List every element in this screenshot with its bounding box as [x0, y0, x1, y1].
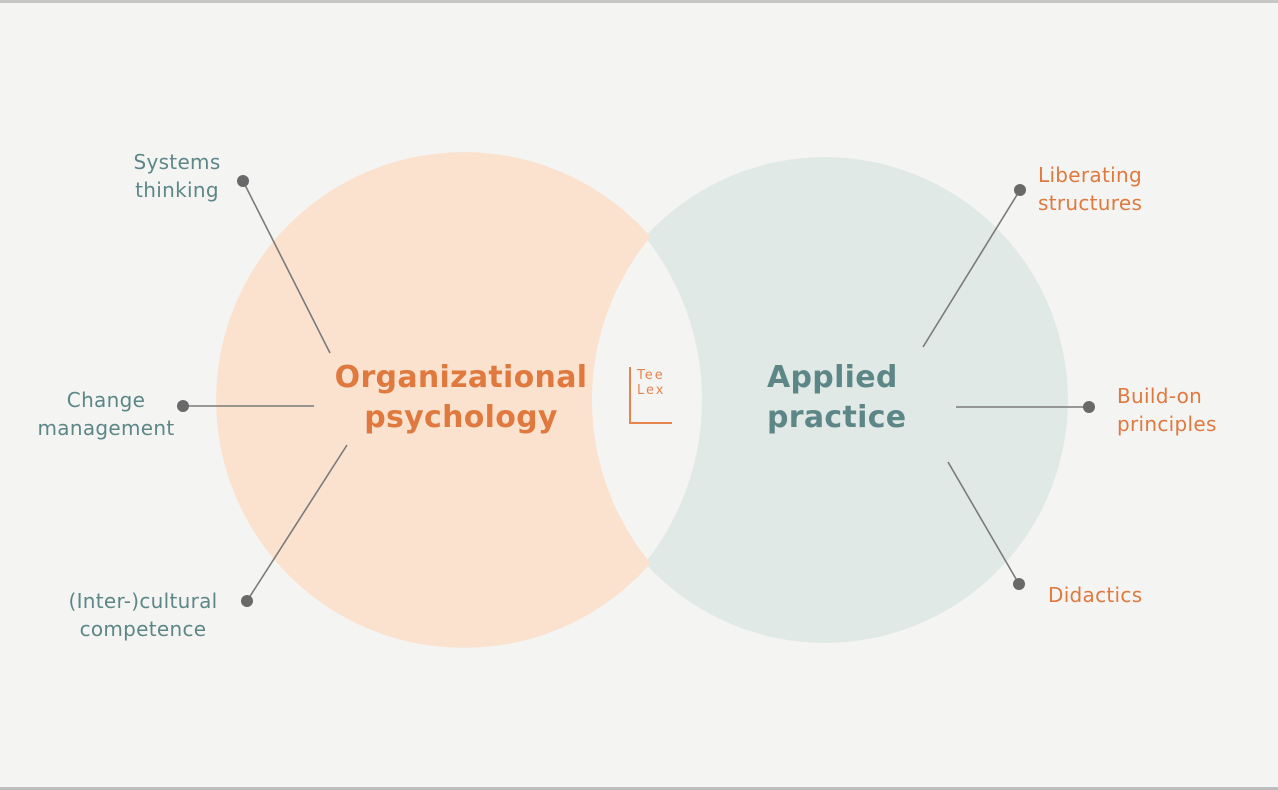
organizational-psychology-circle — [216, 152, 712, 648]
connector-dots — [177, 175, 1095, 607]
label-didactics: Didactics — [1048, 581, 1142, 609]
dot-liberating-structures — [1014, 184, 1026, 196]
label-liberating-structures-line2: structures — [1038, 191, 1143, 215]
label-liberating-structures-line1: Liberating — [1038, 163, 1142, 187]
label-systems-thinking-line2: thinking — [135, 178, 219, 202]
dot-intercultural-competence — [241, 595, 253, 607]
left-circle-title: Organizational psychology — [335, 358, 588, 438]
right-circle-title-line2: practice — [767, 400, 907, 435]
bottom-edge-divider — [0, 787, 1278, 790]
label-didactics-line1: Didactics — [1048, 583, 1143, 607]
dot-didactics — [1013, 578, 1025, 590]
teelex-logo-line1: Tee — [637, 368, 665, 383]
teelex-logo-line2: Lex — [637, 383, 666, 398]
left-circle-title-line1: Organizational — [334, 360, 588, 395]
label-build-on-principles-line1: Build-on — [1117, 384, 1203, 408]
connector-liberating-structures — [922, 189, 1021, 348]
connector-intercultural-competence — [246, 444, 348, 602]
connector-lines — [183, 180, 1089, 602]
dot-build-on-principles — [1083, 401, 1095, 413]
label-systems-thinking: Systems thinking — [133, 148, 220, 204]
right-circle-title-line1: Applied — [767, 360, 898, 395]
label-liberating-structures: Liberating structures — [1038, 161, 1142, 217]
label-intercultural-competence-line1: (Inter-)cultural — [68, 589, 218, 613]
right-circle-title: Applied practice — [767, 358, 906, 438]
label-build-on-principles-line2: principles — [1117, 412, 1217, 436]
teelex-logo: Tee Lex — [629, 367, 672, 424]
label-intercultural-competence: (Inter-)cultural competence — [68, 587, 217, 643]
label-systems-thinking-line1: Systems — [133, 150, 221, 174]
left-circle-title-line2: psychology — [364, 400, 558, 435]
applied-practice-circle — [582, 157, 1068, 643]
dot-systems-thinking — [237, 175, 249, 187]
connector-didactics — [947, 461, 1020, 585]
teelex-logo-text: Tee Lex — [637, 368, 665, 398]
label-build-on-principles: Build-on principles — [1117, 382, 1217, 438]
top-edge-divider — [0, 0, 1278, 3]
label-change-management-line1: Change — [66, 388, 146, 412]
label-change-management-line2: management — [37, 416, 175, 440]
dot-change-management — [177, 400, 189, 412]
label-intercultural-competence-line2: competence — [79, 617, 207, 641]
label-change-management: Change management — [38, 386, 175, 442]
connector-systems-thinking — [242, 180, 331, 354]
